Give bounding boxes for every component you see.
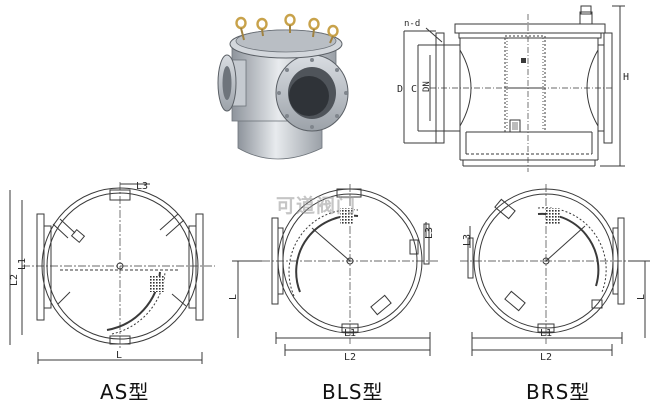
as-dim-L2: L2 — [9, 274, 20, 286]
label-C: C — [411, 84, 417, 95]
watermark: 可道阀门 — [276, 195, 357, 217]
as-dim-L: L — [116, 350, 122, 361]
brs-dim-L: L — [636, 294, 647, 300]
brs-dim-L3: L3 — [462, 234, 473, 246]
bls-dim-L: L — [228, 294, 239, 300]
bls-dim-L1: L1 — [344, 328, 356, 339]
label-DN: DN — [422, 81, 432, 92]
bls-dim-L3: L3 — [424, 227, 435, 239]
as-type-top-view — [9, 182, 215, 364]
brs-type-caption: BRS型 — [526, 380, 591, 404]
brs-type-mesh — [546, 208, 560, 224]
bls-type-caption: BLS型 — [322, 380, 384, 404]
bls-type-top-view — [232, 184, 440, 356]
brs-dim-L1: L1 — [540, 328, 552, 339]
brs-dim-L2: L2 — [540, 352, 552, 363]
as-type-caption: AS型 — [100, 380, 150, 404]
bls-type-mesh — [340, 208, 354, 224]
as-type-mesh — [150, 276, 164, 292]
label-n-d: n-d — [404, 19, 420, 29]
side-section-view — [403, 5, 625, 172]
strainer-3d-render — [217, 13, 349, 160]
label-H: H — [623, 72, 629, 83]
label-D: D — [397, 84, 403, 95]
bls-dim-L2: L2 — [344, 352, 356, 363]
as-dim-L1: L1 — [17, 258, 28, 270]
side-section-hatches — [512, 58, 526, 130]
as-dim-L3: L3 — [136, 181, 148, 192]
